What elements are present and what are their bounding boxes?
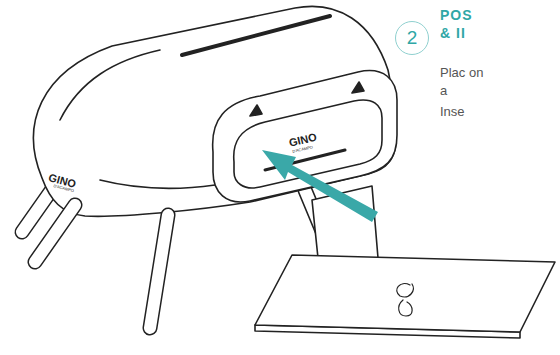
- oven-vent-slot: [182, 16, 330, 55]
- warning-triangle: [250, 105, 262, 116]
- step-heading: POS & II: [440, 6, 482, 42]
- oven-front-frame: [213, 71, 397, 202]
- insert-arrow: [262, 150, 378, 222]
- warning-triangle: [352, 82, 364, 93]
- step-number: 2: [407, 27, 418, 49]
- oven-top-line: [60, 50, 160, 120]
- step-number-circle: 2: [395, 21, 429, 55]
- peel-board: [255, 255, 555, 332]
- peel-logo-mark: [397, 284, 414, 316]
- oven-seam: [100, 180, 215, 188]
- step-text: Inse: [440, 104, 500, 121]
- oven-leg: [35, 205, 168, 328]
- step-text: Plac on a: [440, 64, 484, 99]
- oven-body: [34, 6, 396, 216]
